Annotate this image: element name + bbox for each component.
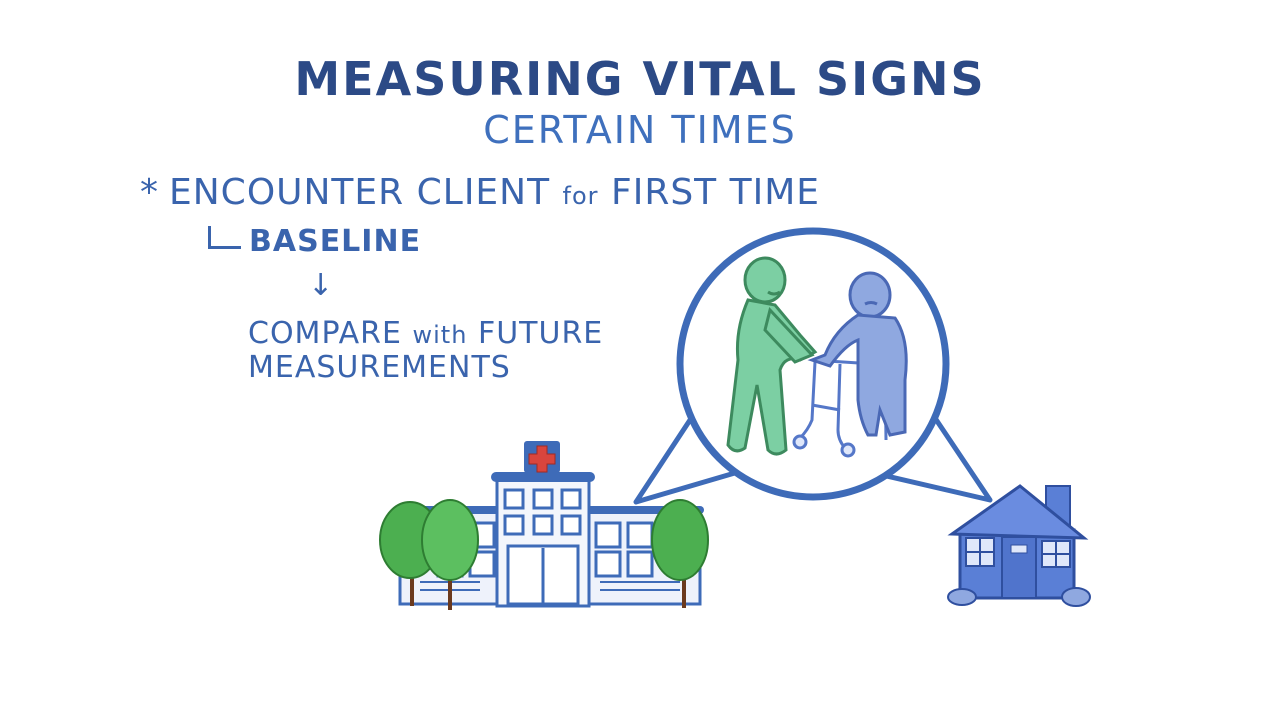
house-icon: [947, 484, 1091, 607]
bullet-text-2: FIRST TIME: [598, 172, 821, 213]
down-arrow-icon: ↓: [308, 268, 335, 303]
tree-icon: [421, 499, 479, 610]
result-line-1: COMPARE with FUTURE: [248, 316, 603, 351]
bullet-text-for: for: [562, 182, 599, 210]
callout-bubble: [676, 227, 950, 501]
bullet-item: *ENCOUNTER CLIENT for FIRST TIME: [140, 172, 820, 213]
bullet-text-1: ENCOUNTER CLIENT: [169, 172, 563, 213]
nurse-figure-icon: [726, 256, 818, 456]
baseline-label: BASELINE: [249, 224, 422, 259]
asterisk-icon: *: [140, 172, 159, 213]
elderly-client-icon: [807, 271, 908, 437]
tree-icon: [651, 499, 709, 608]
result-line-2: MEASUREMENTS: [248, 350, 511, 385]
callout-pointer: [633, 416, 993, 505]
branch-connector-icon: [208, 226, 241, 249]
sub-item-baseline: BASELINE: [208, 224, 421, 259]
result-text-b: FUTURE: [467, 316, 604, 351]
page-title: MEASURING VITAL SIGNS: [294, 52, 986, 106]
page-subtitle: CERTAIN TIMES: [483, 108, 797, 152]
result-text-a: COMPARE: [248, 316, 413, 351]
result-text-with: with: [412, 321, 468, 349]
